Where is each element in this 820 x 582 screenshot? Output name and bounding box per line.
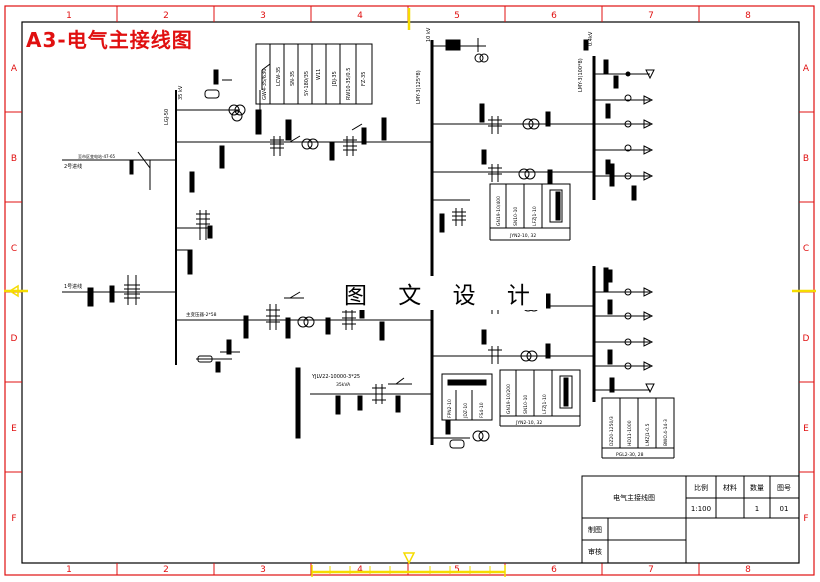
row-label: F xyxy=(803,514,808,524)
label-35kv: 35 kV xyxy=(178,85,184,100)
panel-upper-item: LFZJ1-10 xyxy=(532,206,538,226)
row-label: F xyxy=(11,514,16,524)
panel-lower-item: GN19-10/200 xyxy=(506,384,512,414)
col-label: 8 xyxy=(745,565,751,575)
col-label: 6 xyxy=(551,11,557,21)
row-label: D xyxy=(803,334,810,344)
row-label: A xyxy=(11,64,18,74)
col-label: 4 xyxy=(357,565,363,575)
col-label: 3 xyxy=(260,565,266,575)
col-label: 1 xyxy=(66,565,72,575)
header-quantity: 数量 xyxy=(750,483,764,492)
panel-lv-item: DZ20-1250/3 xyxy=(609,416,615,446)
col-label: 2 xyxy=(163,565,169,575)
panel-upper-item: GN19-10/400 xyxy=(496,196,502,226)
title-block xyxy=(581,475,800,564)
col-label: 7 xyxy=(648,565,654,575)
value-drawing-no: 01 xyxy=(780,505,789,513)
col-label: 8 xyxy=(745,11,751,21)
panel-station-item: FS4-10 xyxy=(479,402,485,418)
header-scale: 比例 xyxy=(694,483,708,492)
incoming-line-1-label: 1号进线 xyxy=(64,283,82,290)
panel-upper-caption: JYN2-10, 32 xyxy=(509,233,536,239)
header-drawing-no: 图号 xyxy=(777,484,791,492)
equipment-35-item: SN-35 xyxy=(290,71,296,86)
col-label: 1 xyxy=(66,11,72,21)
row-label: B xyxy=(11,154,17,164)
panel-station xyxy=(441,373,493,421)
row-label: E xyxy=(11,424,17,434)
watermark-text: 图 文 设 计 xyxy=(340,276,546,310)
equipment-35-item: RW10-35/0.5 xyxy=(346,68,352,100)
label-cable-sub: 35kVA xyxy=(336,382,351,388)
single-line-diagram: 35 kV LGJ-50 2号进线 至市区变电站-47-65 1号进线 xyxy=(62,27,675,459)
panel-station-item: FPN2-10 xyxy=(447,399,453,418)
col-label: 2 xyxy=(163,11,169,21)
equipment-35-item: GW4-35/630 xyxy=(262,69,268,100)
equipment-35-item: LCW-35 xyxy=(276,67,282,86)
panel-upper-item: SN10-10 xyxy=(513,207,519,226)
equipment-35-item: SY-180/35 xyxy=(304,71,310,96)
incoming-line-2-label: 2号进线 xyxy=(64,163,82,170)
label-transformer-bottom: 主变压器-2*58 xyxy=(186,311,217,318)
drawing-title: A3-电气主接线图 xyxy=(26,28,193,52)
equipment-35-item: W11 xyxy=(316,69,322,80)
label-04kv: 0.4kV xyxy=(588,31,594,46)
value-scale: 1:100 xyxy=(691,505,711,513)
label-10kv: 10 kV xyxy=(426,27,432,42)
panel-lower-item: LFZJ1-10 xyxy=(542,394,548,414)
row-label: C xyxy=(803,244,809,254)
label-04kv-bus: LMY-3(100*8) xyxy=(578,58,584,92)
panel-lv-item: LMZJ1-0.5 xyxy=(645,423,651,446)
row-label: B xyxy=(803,154,809,164)
col-label: 6 xyxy=(551,565,557,575)
label-drafter: 制图 xyxy=(588,525,602,534)
row-label: E xyxy=(803,424,809,434)
row-label: A xyxy=(803,64,810,74)
center-markers xyxy=(4,8,816,577)
equipment-35-box xyxy=(255,43,373,105)
panel-lv-caption: PGL2-30, 28 xyxy=(616,452,644,458)
value-quantity: 1 xyxy=(755,505,759,513)
label-10kv-bus: LMY-3(125*8) xyxy=(416,70,422,104)
panel-lv-item: HD11-1000 xyxy=(627,420,633,446)
col-label: 4 xyxy=(357,11,363,21)
panel-station-item: JDZ-10 xyxy=(463,403,469,419)
col-label: 3 xyxy=(260,11,266,21)
incoming-line-2-source: 至市区变电站-47-65 xyxy=(78,153,116,159)
panel-lv-item: BWO.4-14-3 xyxy=(663,419,669,446)
header-material: 材料 xyxy=(723,483,737,492)
row-label: C xyxy=(11,244,17,254)
col-label: 7 xyxy=(648,11,654,21)
label-reviewer: 审核 xyxy=(588,547,602,556)
row-label: D xyxy=(11,334,18,344)
drawing-name: 电气主接线图 xyxy=(613,493,655,502)
panel-lower-item: SN10-10 xyxy=(523,395,529,414)
label-cable: YJLV22-10000-3*25 xyxy=(311,374,360,380)
equipment-35-item: FZ-35 xyxy=(361,72,367,86)
equipment-35-item: JDJ-35 xyxy=(332,71,338,87)
panel-lower-caption: JYN2-10, 32 xyxy=(515,420,542,426)
col-label: 5 xyxy=(454,11,460,21)
label-lgj: LGJ-50 xyxy=(164,109,170,125)
col-label: 5 xyxy=(454,565,460,575)
